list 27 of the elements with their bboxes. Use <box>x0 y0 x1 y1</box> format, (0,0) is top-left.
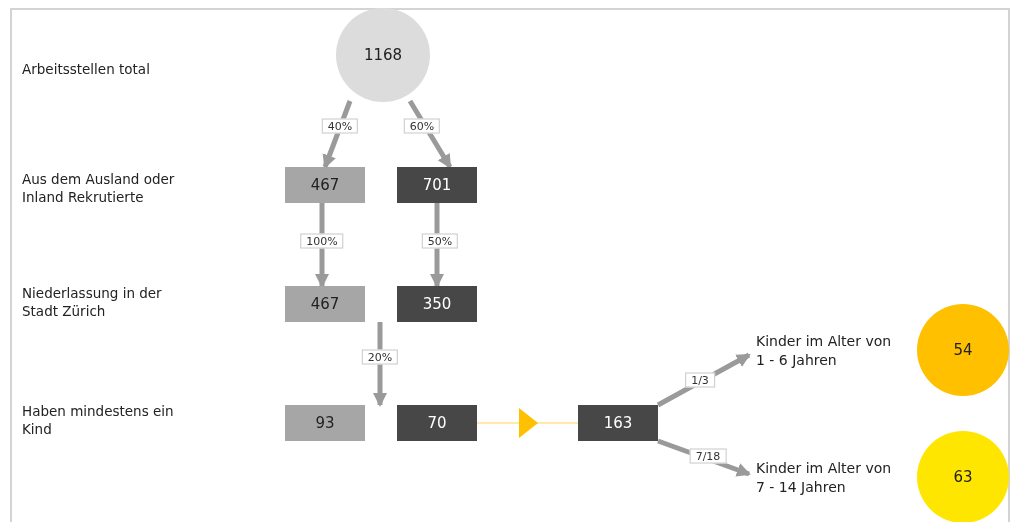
row-label: Niederlassung in der Stadt Zürich <box>22 284 163 321</box>
count-box: 701 <box>397 167 477 203</box>
category-text: Kinder im Alter von 7 - 14 Jahren <box>756 457 896 499</box>
count-box: 467 <box>285 286 365 322</box>
arrow <box>430 203 444 288</box>
edge-label: 1/3 <box>685 372 715 388</box>
count-box: 93 <box>285 405 365 441</box>
count-box: 350 <box>397 286 477 322</box>
edge-label: 50% <box>421 233 459 249</box>
count-circle: 54 <box>917 304 1009 396</box>
count-circle: 63 <box>917 431 1009 522</box>
edge-label: 40% <box>321 118 359 134</box>
arrow <box>315 203 329 288</box>
row-label: Arbeitsstellen total <box>22 60 151 79</box>
row-label: Aus dem Ausland oder Inland Rekrutierte <box>22 170 176 207</box>
row-label: Haben mindestens ein Kind <box>22 402 175 439</box>
edge-label: 7/18 <box>689 448 727 464</box>
arrow <box>373 322 387 407</box>
chevron-arrow <box>476 408 579 438</box>
count-circle: 1168 <box>336 8 430 102</box>
edge-label: 60% <box>403 118 441 134</box>
count-box: 70 <box>397 405 477 441</box>
count-box: 163 <box>578 405 658 441</box>
count-box: 467 <box>285 167 365 203</box>
edge-label: 20% <box>361 349 399 365</box>
category-text: Kinder im Alter von 1 - 6 Jahren <box>756 330 896 372</box>
edge-label: 100% <box>300 233 344 249</box>
